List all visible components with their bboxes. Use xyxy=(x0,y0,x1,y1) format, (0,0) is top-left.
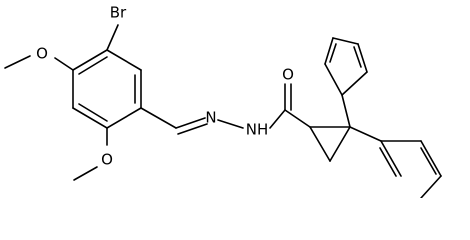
atom-n-imine: N xyxy=(205,109,216,127)
atom-o-methoxy-upper: O xyxy=(36,45,48,63)
chemical-structure: Br O O N NH O xyxy=(4,4,442,198)
atom-nh-hydrazide: NH xyxy=(246,121,269,139)
atom-br: Br xyxy=(110,4,127,22)
atom-labels: Br O O N NH O xyxy=(36,4,294,169)
atom-o-methoxy-lower: O xyxy=(101,151,113,169)
atom-o-carbonyl: O xyxy=(282,66,294,84)
bond-lines xyxy=(4,24,442,198)
